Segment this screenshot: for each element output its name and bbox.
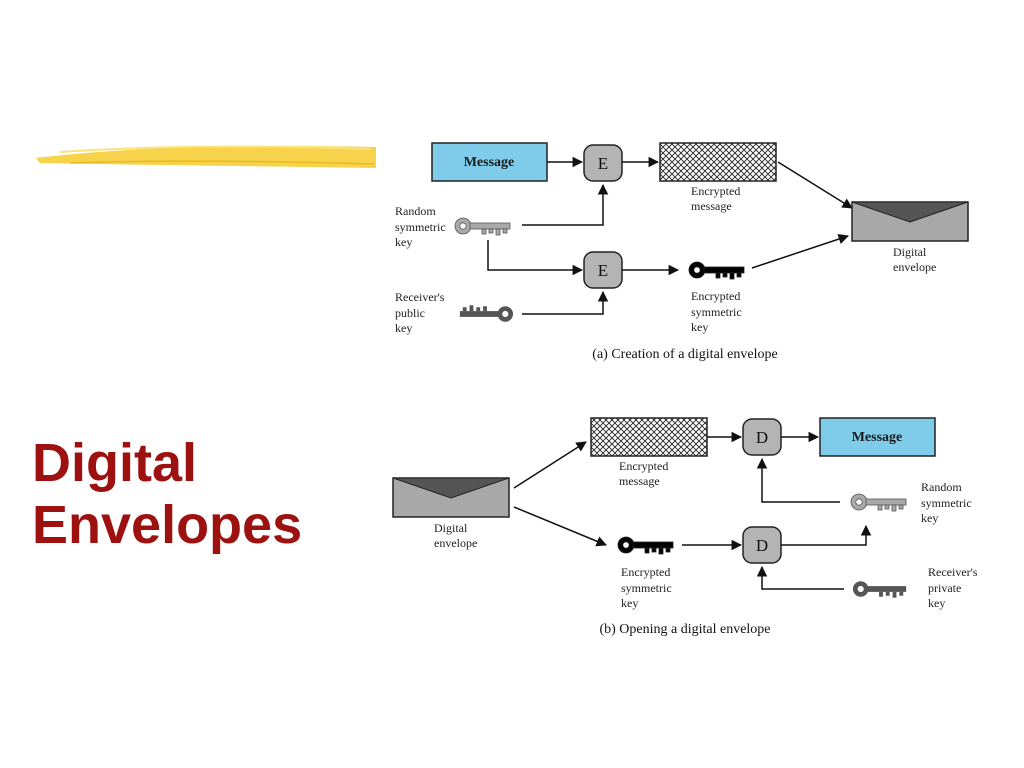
- message-label-a: Message: [464, 155, 515, 170]
- random-key-label-b-3: key: [921, 511, 938, 525]
- private-key-icon: [852, 581, 907, 598]
- encrypted-key-label-b-2: symmetric: [621, 581, 672, 595]
- encrypt-operator-1: [583, 144, 623, 182]
- random-key-label-a-3: key: [395, 235, 412, 249]
- decrypt-operator-1-label: D: [756, 428, 768, 447]
- random-key-label-a-2: symmetric: [395, 220, 446, 234]
- title-line-1: Digital: [32, 433, 198, 493]
- encrypted-message-box-a: [659, 142, 777, 182]
- encrypted-message-label-a-2: message: [691, 199, 732, 213]
- envelope-icon-a: [851, 201, 969, 242]
- envelope-label-b-1: Digital: [434, 521, 468, 535]
- message-box-b: [819, 417, 936, 457]
- private-key-label-3: key: [928, 596, 945, 610]
- encrypted-message-label-a-1: Encrypted: [691, 184, 740, 198]
- symmetric-key-icon: [454, 217, 511, 236]
- diagram-b: Digital envelope Encrypted message D Mes…: [392, 417, 978, 637]
- encrypted-message-label-b-1: Encrypted: [619, 459, 668, 473]
- encrypt-operator-2-label: E: [598, 261, 608, 280]
- encrypted-key-label-b-1: Encrypted: [621, 565, 670, 579]
- encrypted-key-label-a-1: Encrypted: [691, 289, 740, 303]
- encrypted-key-label-a-3: key: [691, 320, 708, 334]
- caption-b: (b) Opening a digital envelope: [599, 622, 770, 637]
- public-key-label-2: public: [395, 306, 425, 320]
- random-key-label-b-2: symmetric: [921, 496, 972, 510]
- title-line-2: Envelopes: [32, 495, 303, 555]
- random-key-label-a-1: Random: [395, 204, 436, 218]
- encrypted-message-box-b: [590, 417, 708, 457]
- slide-title: Digital Envelopes: [32, 432, 302, 556]
- decrypted-symmetric-key-icon: [850, 493, 907, 512]
- encrypted-key-label-a-2: symmetric: [691, 305, 742, 319]
- private-key-label-1: Receiver's: [928, 565, 978, 579]
- encrypt-operator-1-label: E: [598, 154, 608, 173]
- public-key-label-1: Receiver's: [395, 290, 445, 304]
- encrypted-key-icon-b: [617, 536, 674, 555]
- highlighter-stroke-icon: [36, 145, 376, 168]
- message-box-a: [431, 142, 548, 182]
- caption-a: (a) Creation of a digital envelope: [592, 347, 777, 362]
- decrypt-operator-2-label: D: [756, 536, 768, 555]
- diagram-a: Message E Encrypted message Random symme…: [395, 142, 969, 362]
- encrypted-key-icon: [688, 261, 745, 280]
- public-key-icon: [459, 305, 514, 322]
- encrypted-key-label-b-3: key: [621, 596, 638, 610]
- envelope-label-a-1: Digital: [893, 245, 927, 259]
- random-key-label-b-1: Random: [921, 480, 962, 494]
- envelope-icon-b: [392, 477, 510, 518]
- encrypted-message-label-b-2: message: [619, 474, 660, 488]
- envelope-label-b-2: envelope: [434, 536, 477, 550]
- private-key-label-2: private: [928, 581, 961, 595]
- envelope-label-a-2: envelope: [893, 260, 936, 274]
- message-label-b: Message: [852, 430, 903, 445]
- public-key-label-3: key: [395, 321, 412, 335]
